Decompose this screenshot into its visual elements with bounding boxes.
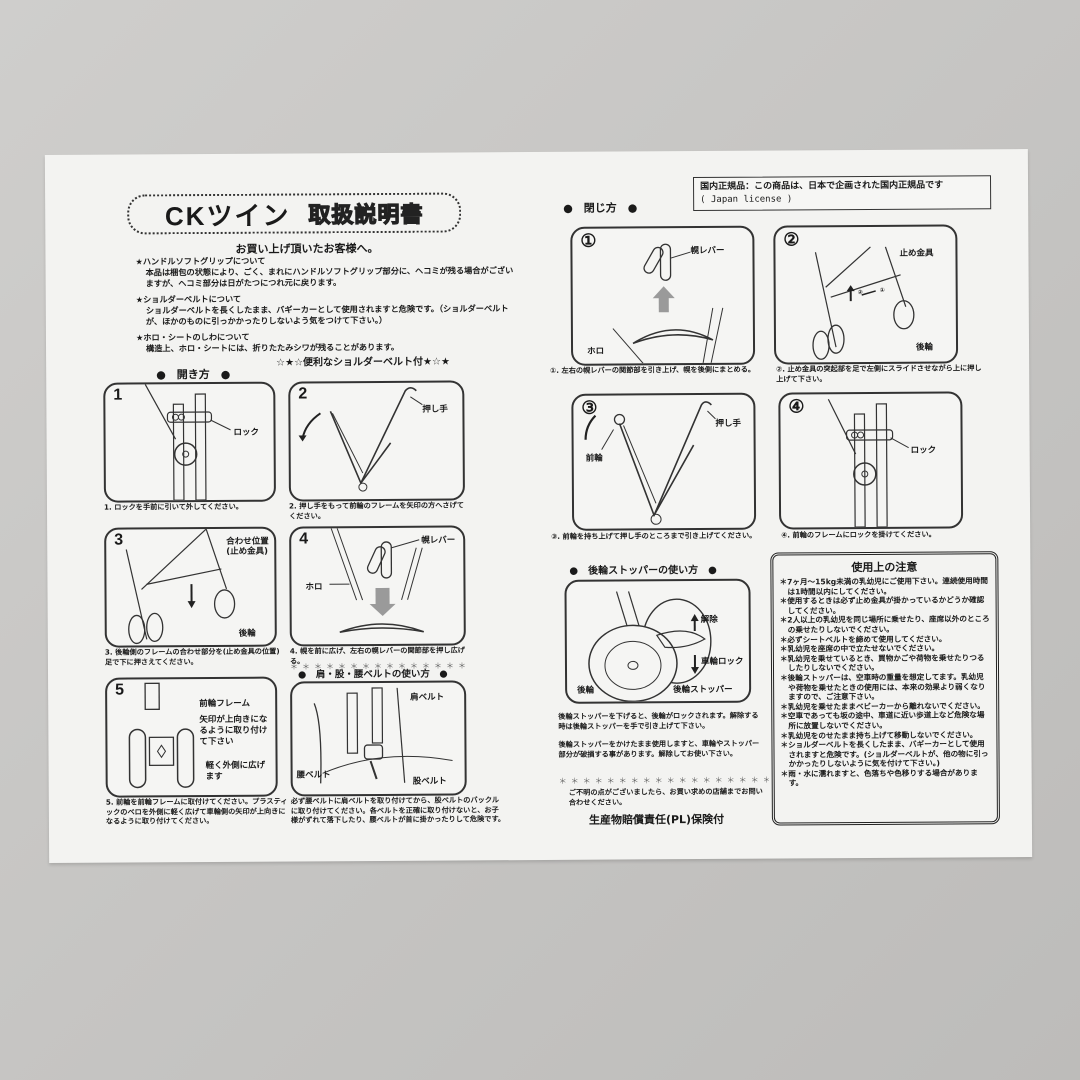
caution-item: ＊7ヶ月～15kg未満の乳幼児にご使用下さい。連続使用時間は1時間以内にしてくだ… <box>779 576 988 597</box>
label-lock: ロック <box>233 427 260 438</box>
closing-step-2-caption: ②. 止め金具の突起部を足で左側にスライドさせながら上に押し上げて下さい。 <box>776 363 982 384</box>
contact-text: ご不明の点がございましたら、お買い求めの店舗までお問い合わせください。 <box>568 786 763 807</box>
feature-banner: ☆★☆便利なショルダーベルト付★☆★ <box>276 356 450 369</box>
closing-step-1-caption: ①. 左右の幌レバーの関節部を引き上げ、幌を後側にまとめる。 <box>550 364 756 375</box>
license-line-2: ( Japan license ) <box>700 194 793 206</box>
closing-step-2-panel: ② 止め金具 後輪 ② ① <box>773 224 959 365</box>
label-rear-wheel: 後輪 <box>577 685 595 696</box>
label-front-frame: 前輪フレーム <box>199 698 250 710</box>
label-waist-belt: 腰ベルト <box>296 770 331 781</box>
caution-item: ＊乳幼児を乗せているとき、買物かごや荷物を乗せたりつるしたりしないでください。 <box>779 653 985 673</box>
step-number: 4 <box>299 530 309 548</box>
front-frame-lock-illustration <box>827 398 909 528</box>
pl-insurance-label: 生産物賠償責任(PL)保険付 <box>588 812 725 827</box>
caution-item: ＊空車であっても坂の途中、車道に近い歩道上など危険な場所に放置しないでください。 <box>780 710 985 731</box>
hood-lever-up-illustration <box>612 243 724 364</box>
belt-usage-caption: 必ず腰ベルトに肩ベルトを取り付けてから、股ベルトのバックルに取り付けてください。… <box>290 795 506 825</box>
closing-step-1-panel: ① 幌レバー ホロ <box>570 225 756 366</box>
belt-usage-panel: 肩ベルト 腰ベルト 股ベルト <box>290 680 467 797</box>
stroller-fold-illustration <box>298 386 423 492</box>
hood-lever-illustration <box>329 528 425 633</box>
title-banner: CKツイン 取扱説明書 <box>127 192 462 235</box>
label-hood-lever: 幌レバー <box>421 535 456 546</box>
step-number: ④ <box>788 396 805 417</box>
label-front-wheel: 前輪 <box>585 453 603 464</box>
closing-step-4-panel: ④ ロック <box>778 391 964 530</box>
instruction-sheet: CKツイン 取扱説明書 お買い上げ頂いたお客様へ。 ★ハンドルソフトグリップにつ… <box>44 149 1033 863</box>
label-stopper: 止め金具 <box>899 248 934 259</box>
stopper-text-1: 後輪ストッパーを下げると、後輪がロックされます。解除する時は後輪ストッパーを手で… <box>558 710 759 731</box>
step-number: 5 <box>115 681 125 699</box>
label-stopper: (止め金具) <box>226 546 269 557</box>
closing-heading: ● 閉じ方 ● <box>563 201 638 215</box>
label-arrow-up: 矢印が上向きになるように取り付けて下さい <box>199 714 268 748</box>
stopper-text-2: 後輪ストッパーをかけたまま使用しますと、車輪やストッパー部分が破損する事がありま… <box>558 738 760 759</box>
opening-step-1-caption: 1. ロックを手前に引いて外してください。 <box>103 501 243 512</box>
label-release: 解除 <box>700 614 718 626</box>
note-hood-wrinkles: ★ホロ・シートのしわについて 構造上、ホロ・シートには、折りたたみシワが残ること… <box>135 331 400 354</box>
opening-step-1-panel: 1 ロック <box>103 381 276 503</box>
label-rear-wheel: 後輪 <box>916 342 934 353</box>
label-lock: ロック <box>910 445 937 456</box>
caution-item: ＊使用するときは必ず止め金具が掛かっているかどうか確認してください。 <box>779 595 985 616</box>
label-wheel-lock: 車輪ロック <box>700 656 744 668</box>
opening-step-5-caption: 5. 前輪を前輪フレームに取付けてください。プラスティックのベロを外側に軽く広げ… <box>105 796 288 826</box>
step-number: ① <box>580 230 597 251</box>
caution-item: ＊2人以上の乳幼児を同じ場所に乗せたり、座席以外のところの乗せたりしないでくださ… <box>779 614 990 635</box>
license-line-1: 国内正規品：この商品は、日本で企画された国内正規品です <box>700 180 944 193</box>
step-number: 1 <box>113 386 123 404</box>
label-rear-wheel: 後輪 <box>238 628 256 639</box>
rear-wheel-stopper-illustration <box>588 591 712 702</box>
closing-step-4-caption: ④. 前輪のフレームにロックを掛けてください。 <box>781 529 936 540</box>
front-wheel-illustration <box>128 682 195 789</box>
caution-item: ＊ショルダーベルトを長くしたまま、バギーカーとして使用されますと危険です。(ショ… <box>780 739 989 769</box>
note-handle-grip: ★ハンドルソフトグリップについて 本品は梱包の状態により、ごく、まれにハンドルソ… <box>135 255 514 289</box>
usage-caution-box: 使用上の注意 ＊7ヶ月～15kg未満の乳幼児にご使用下さい。連続使用時間は1時間… <box>770 551 1000 826</box>
caution-title: 使用上の注意 <box>851 560 918 575</box>
step-number: 2 <box>298 385 308 403</box>
label-crotch-belt: 股ベルト <box>412 776 447 787</box>
opening-step-4-panel: 4 幌レバー ホロ <box>289 525 466 647</box>
label-push-handle: 押し手 <box>422 404 448 415</box>
label-rear-stopper: 後輪ストッパー <box>673 684 733 696</box>
stroller-lock-illustration <box>144 384 231 501</box>
label-shoulder-belt: 肩ベルト <box>410 692 445 703</box>
opening-step-3-panel: 3 合わせ位置 (止め金具) 後輪 <box>104 526 277 648</box>
label-push-handle: 押し手 <box>715 418 742 429</box>
belt-usage-heading: ● 肩・股・腰ベルトの使い方 ● <box>297 668 448 681</box>
stopper-panel: 解除 車輪ロック 後輪 後輪ストッパー <box>564 578 752 704</box>
label-spread-outward: 軽く外側に広げます <box>205 760 266 783</box>
caution-item: ＊雨・水に濡れますと、色落ちや色移りする場合があります。 <box>780 768 978 788</box>
harness-illustration <box>313 687 453 784</box>
caution-item: ＊後輪ストッパーは、空車時の重量を想定してます。乳幼児や荷物を乗せたときの使用に… <box>780 672 986 702</box>
closing-step-3-caption: ③. 前輪を持ち上げて押し手のところまで引き上げてください。 <box>551 530 757 541</box>
note-shoulder-belt: ★ショルダーベルトについて ショルダーベルトを長くしたまま、バギーカーとして使用… <box>135 293 509 327</box>
product-title: CKツイン <box>164 200 291 231</box>
stopper-heading: ● 後輪ストッパーの使い方 ● <box>569 564 717 577</box>
label-hood: ホロ <box>587 346 605 357</box>
label-step-marker-1: ① <box>879 286 885 294</box>
opening-heading: ● 開き方 ● <box>156 367 231 382</box>
manual-title: 取扱説明書 <box>308 202 424 229</box>
step-number: ③ <box>581 397 598 418</box>
stopper-release-illustration <box>812 246 915 360</box>
label-hood-lever: 幌レバー <box>690 245 725 257</box>
step-number: ② <box>783 229 800 250</box>
label-hood: ホロ <box>305 582 323 593</box>
step-number: 3 <box>114 531 124 549</box>
japan-license-box: 国内正規品：この商品は、日本で企画された国内正規品です ( Japan lice… <box>692 175 992 212</box>
label-step-marker-2: ② <box>857 289 863 297</box>
opening-step-2-caption: 2. 押し手をもって前輪のフレームを矢印の方へさげてください。 <box>288 500 465 521</box>
opening-step-2-panel: 2 押し手 <box>288 380 465 502</box>
stroller-frame-stopper-illustration <box>125 528 236 645</box>
lift-front-wheel-illustration <box>584 401 716 525</box>
opening-step-3-caption: 3. 後輪側のフレームの合わせ部分を(止め金具の位置)足で下に押さえてください。 <box>104 646 280 667</box>
dotted-divider: ＊＊＊＊＊＊＊＊＊＊＊＊＊＊＊＊＊＊ <box>558 775 769 786</box>
closing-step-3-panel: ③ 押し手 前輪 <box>571 392 757 531</box>
opening-step-5-panel: 5 前輪フレーム 矢印が上向きになるように取り付けて下さい 軽く外側に広げます <box>105 676 278 798</box>
